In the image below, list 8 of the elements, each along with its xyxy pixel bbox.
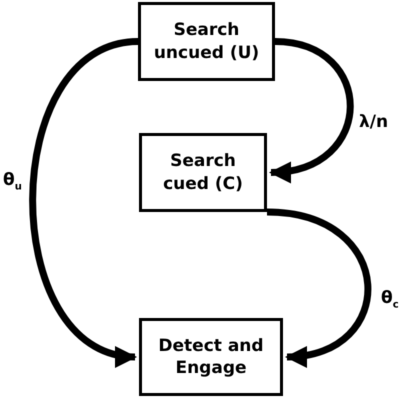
curved-arrow: [266, 208, 372, 366]
box-label: Search cued (C): [162, 150, 244, 195]
process-box: [139, 133, 267, 212]
curved-arrow: [269, 38, 354, 182]
process-box: [138, 2, 275, 81]
process-box: [139, 318, 283, 396]
box-label: Search uncued (U): [152, 19, 260, 64]
box-label: Detect and Engage: [157, 334, 265, 380]
